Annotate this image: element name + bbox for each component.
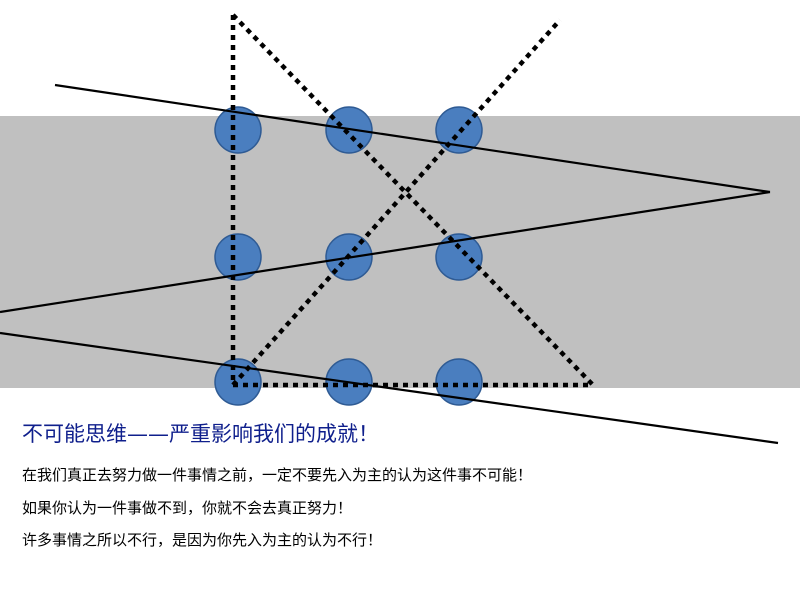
solid-line-bottom xyxy=(0,331,779,445)
dotted-line-diagonal-up xyxy=(231,18,562,387)
dot-r3-c1 xyxy=(214,358,262,406)
solid-lines xyxy=(0,83,779,445)
slide-title: 不可能思维——严重影响我们的成就！ xyxy=(22,422,379,446)
dotted-lines xyxy=(230,13,595,388)
body-line-1: 在我们真正去努力做一件事情之前，一定不要先入为主的认为这件事不可能！ xyxy=(22,466,533,484)
dotted-line-diagonal-down xyxy=(231,13,595,387)
dot-r1-c1 xyxy=(214,106,262,154)
dot-r2-c3 xyxy=(435,233,483,281)
dot-grid xyxy=(214,106,483,406)
body-line-3: 许多事情之所以不行，是因为你先入为主的认为不行！ xyxy=(22,531,383,549)
solid-line-middle xyxy=(0,190,771,314)
dot-r2-c1 xyxy=(214,233,262,281)
body-line-2: 如果你认为一件事做不到，你就不会去真正努力！ xyxy=(22,499,353,517)
dot-r3-c3 xyxy=(435,358,483,406)
gray-band xyxy=(0,116,800,388)
solid-line-top xyxy=(54,83,771,194)
